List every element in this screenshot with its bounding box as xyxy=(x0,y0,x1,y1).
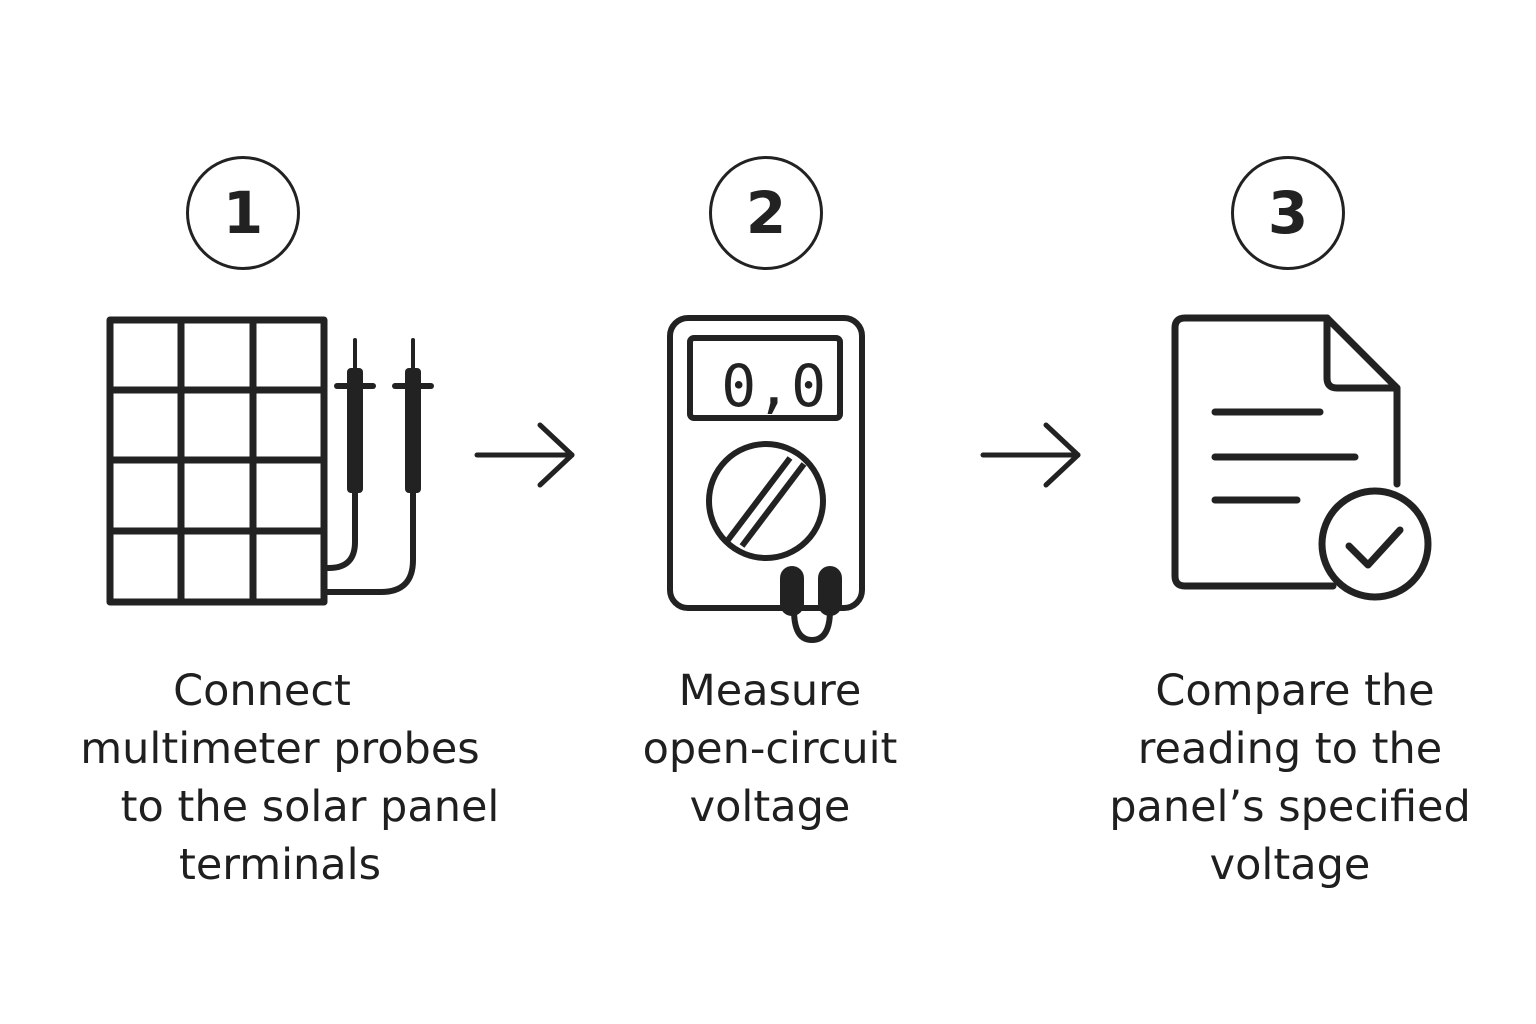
multimeter-reading: 0,0 xyxy=(721,352,826,420)
solar-panel-with-probes-icon xyxy=(106,316,434,606)
step-1-caption: Connect multimeter probes to the solar p… xyxy=(80,666,500,890)
step-2-caption: Measure open-circuit voltage xyxy=(642,666,898,832)
step-2-number: 2 xyxy=(709,156,823,270)
arrow-right-icon xyxy=(474,422,575,488)
step-3-number: 3 xyxy=(1231,156,1345,270)
arrow-right-icon xyxy=(980,422,1081,488)
step-1-number: 1 xyxy=(186,156,300,270)
document-check-icon xyxy=(1171,314,1432,601)
step-3-caption: Compare the reading to the panel’s speci… xyxy=(1109,666,1471,890)
multimeter-icon: 0,0 xyxy=(667,315,865,644)
